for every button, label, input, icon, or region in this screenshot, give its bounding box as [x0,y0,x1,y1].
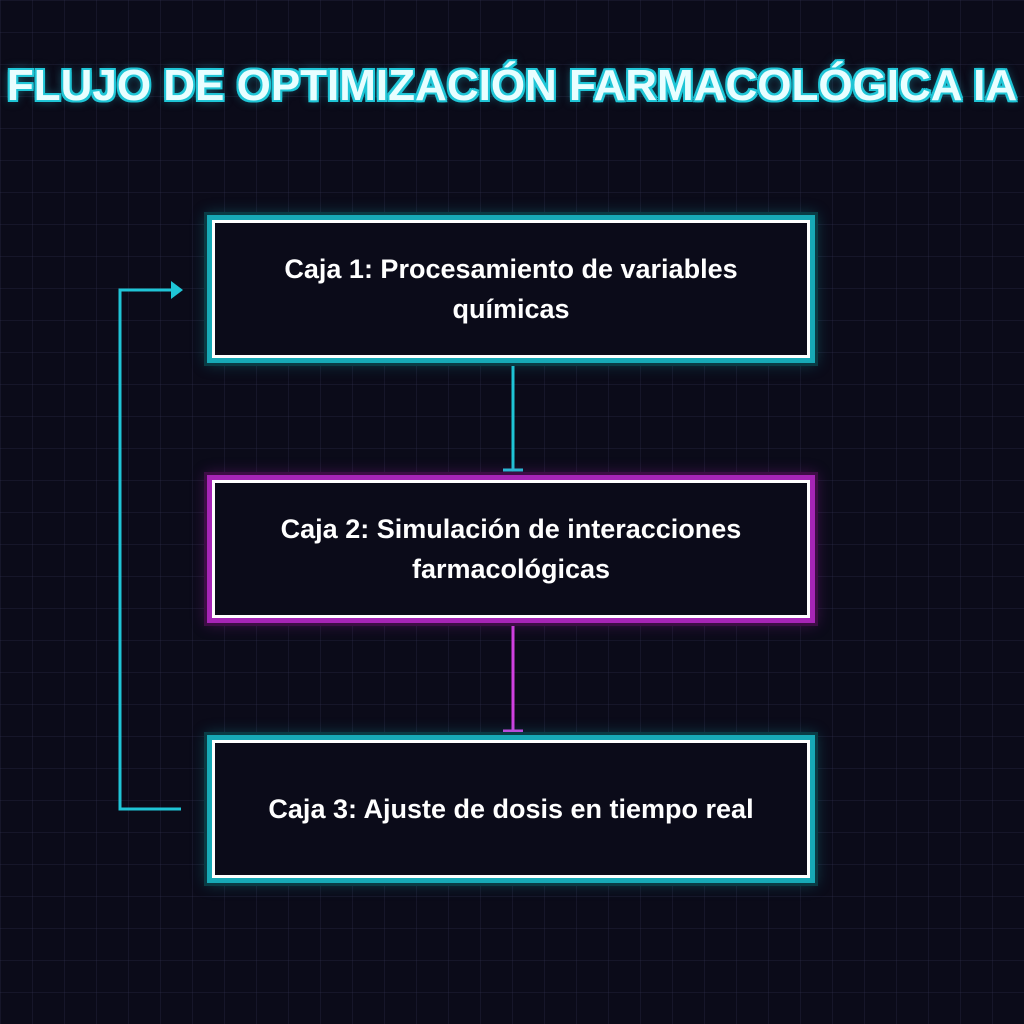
box-2-label: Caja 2: Simulación de interacciones farm… [280,514,742,584]
box-1-chemical-processing: Caja 1: Procesamiento de variables quími… [212,220,810,358]
box-3-dose-adjustment: Caja 3: Ajuste de dosis en tiempo real [212,740,810,878]
feedback-loop-connector [118,288,181,811]
box-3-label: Caja 3: Ajuste de dosis en tiempo real [268,794,754,824]
box-2-interaction-simulation: Caja 2: Simulación de interacciones farm… [212,480,810,618]
diagram-title: FLUJO DE OPTIMIZACIÓN FARMACOLÓGICA IA [6,61,1018,110]
box-1-label: Caja 1: Procesamiento de variables quími… [284,254,738,324]
feedback-arrowhead-icon [171,281,183,299]
